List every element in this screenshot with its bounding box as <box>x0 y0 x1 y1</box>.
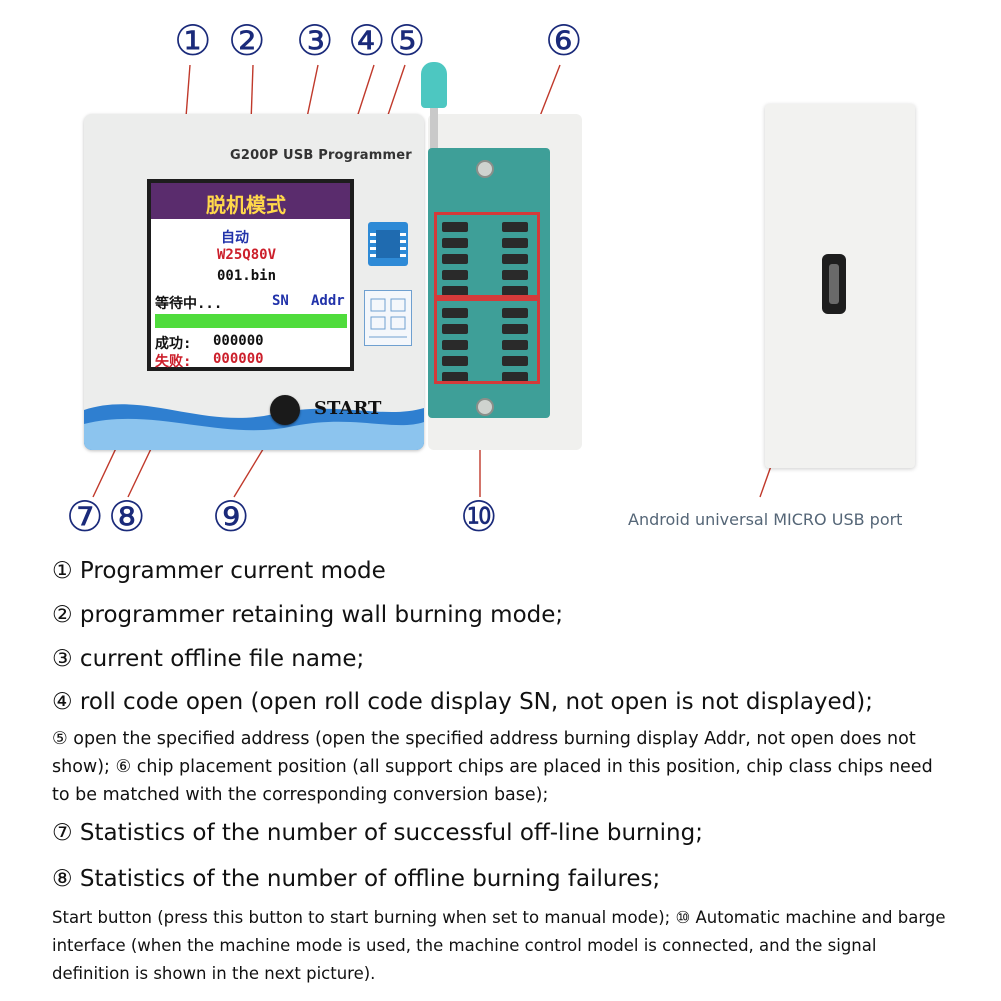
lcd-waiting-status: 等待中... <box>155 296 223 312</box>
description-7: ⑦ Statistics of the number of successful… <box>52 820 703 846</box>
callout-8: ⑧ <box>108 492 146 541</box>
pin-slot <box>442 286 468 296</box>
description-3: ③ current offline file name; <box>52 646 365 672</box>
pin-label-card <box>364 290 412 346</box>
pin-slot <box>502 254 528 264</box>
pin-slot <box>442 324 468 334</box>
callout-3: ③ <box>296 16 334 65</box>
pin-slot <box>502 340 528 350</box>
device-title: G200P USB Programmer <box>230 148 412 163</box>
pin-slot <box>442 356 468 366</box>
description-4: ④ roll code open (open roll code display… <box>52 689 874 715</box>
usb-port-caption: Android universal MICRO USB port <box>628 510 903 529</box>
socket-screw-bottom <box>476 398 494 416</box>
chip-placement-frame-bottom <box>434 298 540 384</box>
pin-slot <box>502 356 528 366</box>
description-8: ⑧ Statistics of the number of offline bu… <box>52 866 661 892</box>
pin-slot <box>442 372 468 382</box>
callout-10: ⑩ <box>460 492 498 541</box>
pin-slot <box>502 308 528 318</box>
lcd-progress-bar <box>155 314 347 328</box>
pin-slot <box>442 308 468 318</box>
usb-port-inner <box>829 264 839 304</box>
lcd-fail-label: 失败: <box>155 354 192 370</box>
pin-slot <box>502 286 528 296</box>
chip-icon <box>368 222 408 266</box>
callout-2: ② <box>228 16 266 65</box>
pin-slot <box>502 222 528 232</box>
lcd-sn-indicator: SN <box>272 293 289 309</box>
socket-lever-rod <box>430 105 438 175</box>
pin-slot <box>442 222 468 232</box>
lcd-addr-indicator: Addr <box>311 293 345 309</box>
lcd-success-count: 000000 <box>213 333 264 349</box>
description-9-10: Start button (press this button to start… <box>52 908 946 983</box>
description-1: ① Programmer current mode <box>52 558 386 584</box>
start-button-label: START <box>314 398 382 419</box>
callout-4: ④ <box>348 16 386 65</box>
pin-slot <box>502 270 528 280</box>
lcd-auto-mode: 自动 <box>221 230 249 246</box>
chip-placement-frame-top <box>434 212 540 298</box>
pin-slot <box>502 324 528 334</box>
lcd-file-name: 001.bin <box>217 268 277 284</box>
lcd-fail-count: 000000 <box>213 351 264 367</box>
micro-usb-port[interactable] <box>822 254 846 314</box>
socket-lever-handle[interactable] <box>421 62 447 108</box>
pin-slot <box>442 254 468 264</box>
lcd-mode-text: 脱机模式 <box>206 193 286 217</box>
callout-5: ⑤ <box>388 16 426 65</box>
callout-9: ⑨ <box>212 492 250 541</box>
pin-slot <box>442 270 468 280</box>
pin-slot <box>502 238 528 248</box>
pin-slot <box>442 340 468 350</box>
pin-slot <box>502 372 528 382</box>
lcd-chip-model: W25Q80V <box>217 247 277 263</box>
socket-screw-top <box>476 160 494 178</box>
start-button[interactable] <box>270 395 300 425</box>
lcd-mode-bar: 脱机模式 <box>151 183 350 219</box>
pin-slot <box>442 238 468 248</box>
callout-7: ⑦ <box>66 492 104 541</box>
lcd-screen: 脱机模式 自动 W25Q80V 001.bin 等待中... SN Addr 成… <box>147 179 354 371</box>
device-wave-decoration <box>84 380 424 450</box>
description-5-6: ⑤ open the specified address (open the s… <box>52 729 933 805</box>
callout-1: ① <box>174 16 212 65</box>
description-2: ② programmer retaining wall burning mode… <box>52 602 564 628</box>
callout-6: ⑥ <box>545 16 583 65</box>
lcd-success-label: 成功: <box>155 336 192 352</box>
